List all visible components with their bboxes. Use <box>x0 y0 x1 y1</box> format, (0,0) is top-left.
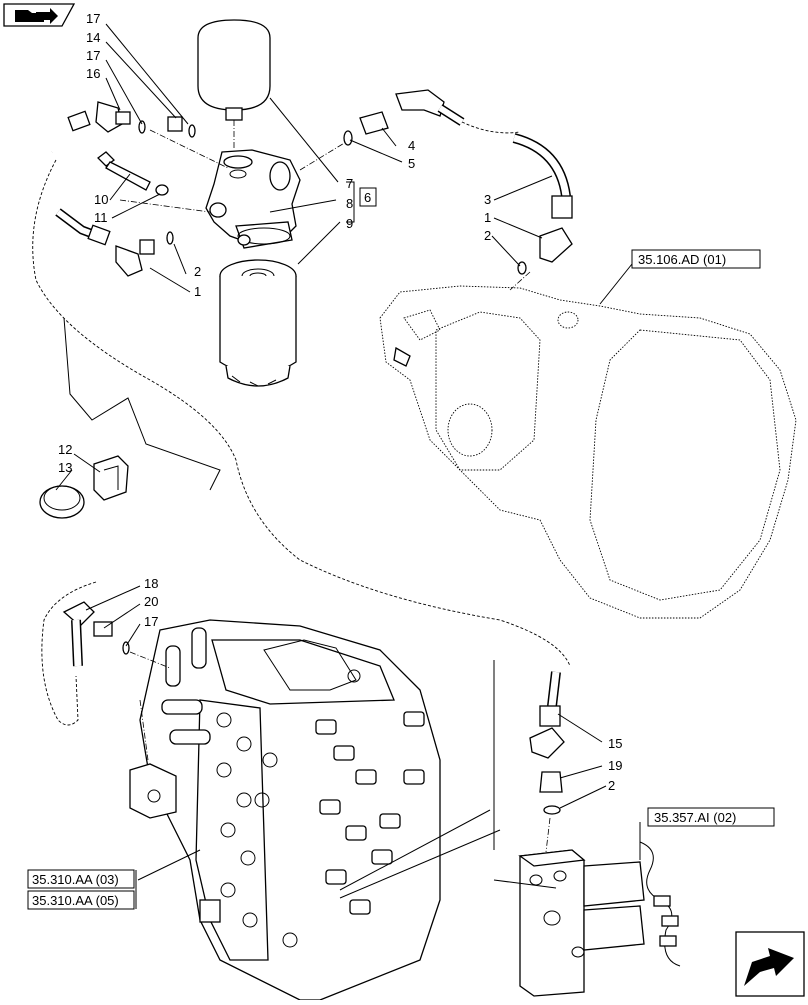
hose-lower-left-2 <box>62 601 130 667</box>
callout-16: 16 <box>86 66 100 81</box>
hose-upper-left <box>49 101 131 154</box>
callout-6: 6 <box>364 190 371 205</box>
clamp <box>39 455 129 519</box>
callout-7: 7 <box>346 176 353 191</box>
hose-right <box>529 671 565 815</box>
callout-9: 9 <box>346 216 353 231</box>
callout-2b: 2 <box>484 228 491 243</box>
leader-lines <box>55 23 641 899</box>
callout-2c: 2 <box>608 778 615 793</box>
accumulator <box>197 19 271 150</box>
callout-3: 3 <box>484 192 491 207</box>
control-valve <box>129 619 441 1001</box>
ref-block[interactable]: 35.357.AI (02) <box>647 807 775 827</box>
callout-17a: 17 <box>86 11 100 26</box>
hose-upper-right <box>343 89 573 275</box>
dashed-hose-lower <box>41 581 97 726</box>
next-page-arrow-icon[interactable] <box>735 931 805 997</box>
ref-block-label: 35.357.AI (02) <box>654 810 736 825</box>
callout-17b: 17 <box>86 48 100 63</box>
callout-18: 18 <box>144 576 158 591</box>
hose-lower-left <box>55 208 174 277</box>
callout-8: 8 <box>346 196 353 211</box>
ref-valve-a-label: 35.310.AA (03) <box>32 872 119 887</box>
transmission <box>379 285 797 619</box>
callout-11: 11 <box>94 210 108 225</box>
filter-head <box>205 149 301 249</box>
callout-4: 4 <box>408 138 415 153</box>
callout-19: 19 <box>608 758 622 773</box>
callout-20: 20 <box>144 594 158 609</box>
callout-2a: 2 <box>194 264 201 279</box>
cartridge-block <box>518 841 681 997</box>
ref-valve-b[interactable]: 35.310.AA (05) <box>27 890 135 910</box>
break-line <box>63 317 221 491</box>
ref-transmission[interactable]: 35.106.AD (01) <box>631 249 761 269</box>
callout-10: 10 <box>94 192 108 207</box>
callout-6-box <box>359 187 377 207</box>
callout-17c: 17 <box>144 614 158 629</box>
ref-transmission-label: 35.106.AD (01) <box>638 252 726 267</box>
filter-cartridge <box>219 259 297 387</box>
callout-15: 15 <box>608 736 622 751</box>
callout-13: 13 <box>58 460 72 475</box>
callout-1b: 1 <box>484 210 491 225</box>
folder-arrow-icon[interactable] <box>3 3 76 27</box>
dashed-hose-path <box>32 159 571 667</box>
callout-1a: 1 <box>194 284 201 299</box>
callout-12: 12 <box>58 442 72 457</box>
bolt <box>97 151 169 196</box>
callout-5: 5 <box>408 156 415 171</box>
ref-valve-b-label: 35.310.AA (05) <box>32 893 119 908</box>
ref-valve-a[interactable]: 35.310.AA (03) <box>27 869 135 889</box>
callout-14: 14 <box>86 30 100 45</box>
fittings-17-14 <box>138 116 196 138</box>
